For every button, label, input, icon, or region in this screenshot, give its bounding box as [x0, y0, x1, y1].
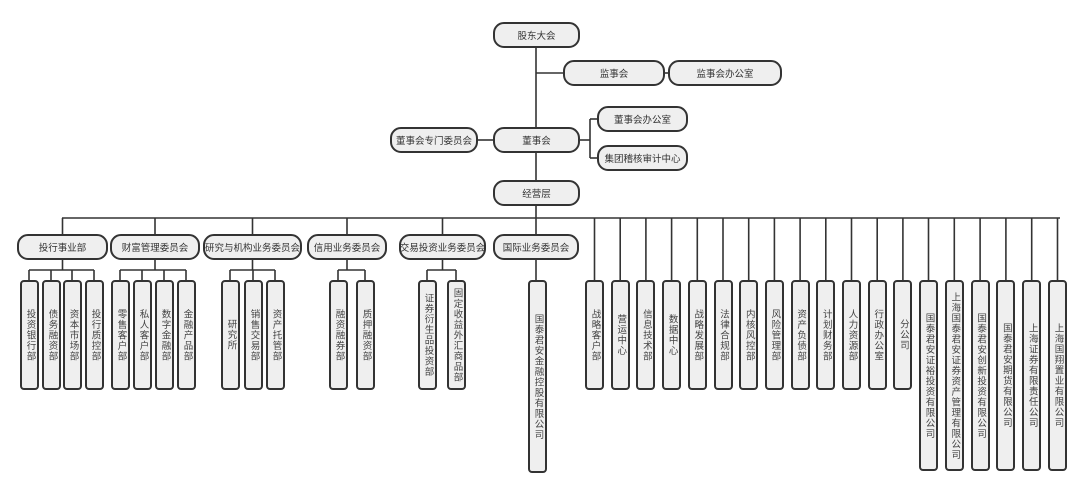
node-supervisory-board: 监事会	[563, 60, 665, 86]
node-shareholders-meeting: 股东大会	[493, 22, 580, 48]
node-board-committees: 董事会专门委员会	[390, 127, 478, 153]
committee-node: 交易投资业务委员会	[399, 234, 486, 260]
committee-node: 信用业务委员会	[307, 234, 387, 260]
department-node: 投行质控部	[85, 280, 104, 390]
subsidiary-node: 上海国翔置业有限公司	[1048, 280, 1067, 471]
department-node: 金融产品部	[177, 280, 196, 390]
node-audit-center: 集团稽核审计中心	[597, 145, 688, 171]
department-node: 人力资源部	[842, 280, 861, 390]
committee-node: 财富管理委员会	[110, 234, 200, 260]
department-node: 资产托管部	[266, 280, 285, 390]
department-node: 债务融资部	[42, 280, 61, 390]
committee-node: 研究与机构业务委员会	[203, 234, 302, 260]
department-node: 质押融资部	[356, 280, 375, 390]
department-node: 分公司	[893, 280, 913, 390]
committee-node: 投行事业部	[17, 234, 108, 260]
department-node: 战略客户部	[585, 280, 604, 390]
node-board-office: 董事会办公室	[597, 106, 688, 132]
department-node: 计划财务部	[816, 280, 836, 390]
department-node: 投资银行部	[20, 280, 39, 390]
department-node: 资产负债部	[790, 280, 810, 390]
department-node: 行政办公室	[867, 280, 887, 390]
department-node: 研究所	[221, 280, 240, 390]
subsidiary-node: 国泰君安创新投资有限公司	[970, 280, 990, 471]
node-management: 经营层	[493, 180, 580, 206]
department-node: 数据中心	[662, 280, 682, 390]
department-node: 内核风控部	[739, 280, 759, 390]
department-node: 私人客户部	[133, 280, 152, 390]
subsidiary-node: 上海证券有限责任公司	[1022, 280, 1042, 471]
department-node: 融资融券部	[329, 280, 348, 390]
department-node: 数字金融部	[155, 280, 174, 390]
department-node: 国泰君安金融控股有限公司	[528, 280, 547, 473]
department-node: 证券衍生品投资部	[418, 280, 437, 390]
department-node: 营运中心	[610, 280, 630, 390]
department-node: 法律合规部	[713, 280, 733, 390]
department-node: 信息技术部	[636, 280, 656, 390]
department-node: 固定收益外汇商品部	[447, 280, 466, 390]
department-node: 战略发展部	[687, 280, 707, 390]
department-node: 资本市场部	[63, 280, 82, 390]
committee-node: 国际业务委员会	[493, 234, 579, 260]
subsidiary-node: 上海国泰君安证券资产管理有限公司	[944, 280, 964, 471]
department-node: 销售交易部	[244, 280, 263, 390]
subsidiary-node: 国泰君安证裕投资有限公司	[919, 280, 938, 471]
department-node: 零售客户部	[111, 280, 130, 390]
department-node: 风险管理部	[764, 280, 784, 390]
node-board: 董事会	[493, 127, 580, 153]
node-supervisory-office: 监事会办公室	[668, 60, 782, 86]
subsidiary-node: 国泰君安期货有限公司	[996, 280, 1016, 471]
